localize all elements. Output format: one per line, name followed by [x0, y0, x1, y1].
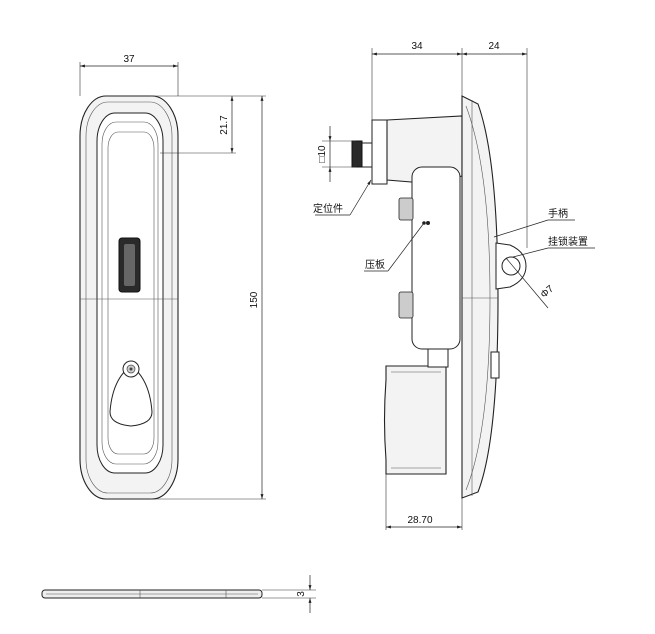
- side-pressure-plate: [411, 166, 461, 350]
- side-screw-top: [398, 197, 414, 221]
- callout-labels: 定位件 压板 手柄 挂锁装置: [313, 179, 595, 272]
- side-handle-tip: [490, 351, 500, 379]
- side-rear-housing: [383, 365, 447, 475]
- front-width-dim: 37: [123, 54, 135, 65]
- housing-depth-dim: 28.70: [407, 515, 432, 526]
- handle-depth-dim: 24: [488, 41, 500, 52]
- side-dimensions: 34 24 □10 28.70 Φ7: [317, 41, 556, 530]
- label-handle: 手柄: [548, 207, 568, 220]
- thickness-dim: 3: [296, 591, 307, 597]
- side-padlock-hole: [501, 256, 521, 276]
- front-handle-plate: [96, 112, 164, 474]
- side-screw-bottom: [398, 291, 414, 319]
- label-padlock-device: 挂锁装置: [548, 235, 588, 248]
- square-size-dim: □10: [317, 145, 328, 163]
- side-view: [351, 95, 527, 499]
- total-height-dim: 150: [249, 291, 260, 308]
- hole-diameter-dim: Φ7: [539, 283, 557, 300]
- front-view: [79, 95, 179, 500]
- front-dimensions: 37 21.7 150: [79, 54, 266, 500]
- label-pressure-plate: 压板: [365, 258, 385, 271]
- side-locating-part: [371, 119, 388, 185]
- side-depth-dim: 34: [411, 41, 423, 52]
- label-locating-part: 定位件: [313, 202, 343, 215]
- bottom-gasket-view: 3: [41, 575, 316, 613]
- side-nut: [351, 140, 363, 168]
- top-offset-dim: 21.7: [219, 115, 230, 135]
